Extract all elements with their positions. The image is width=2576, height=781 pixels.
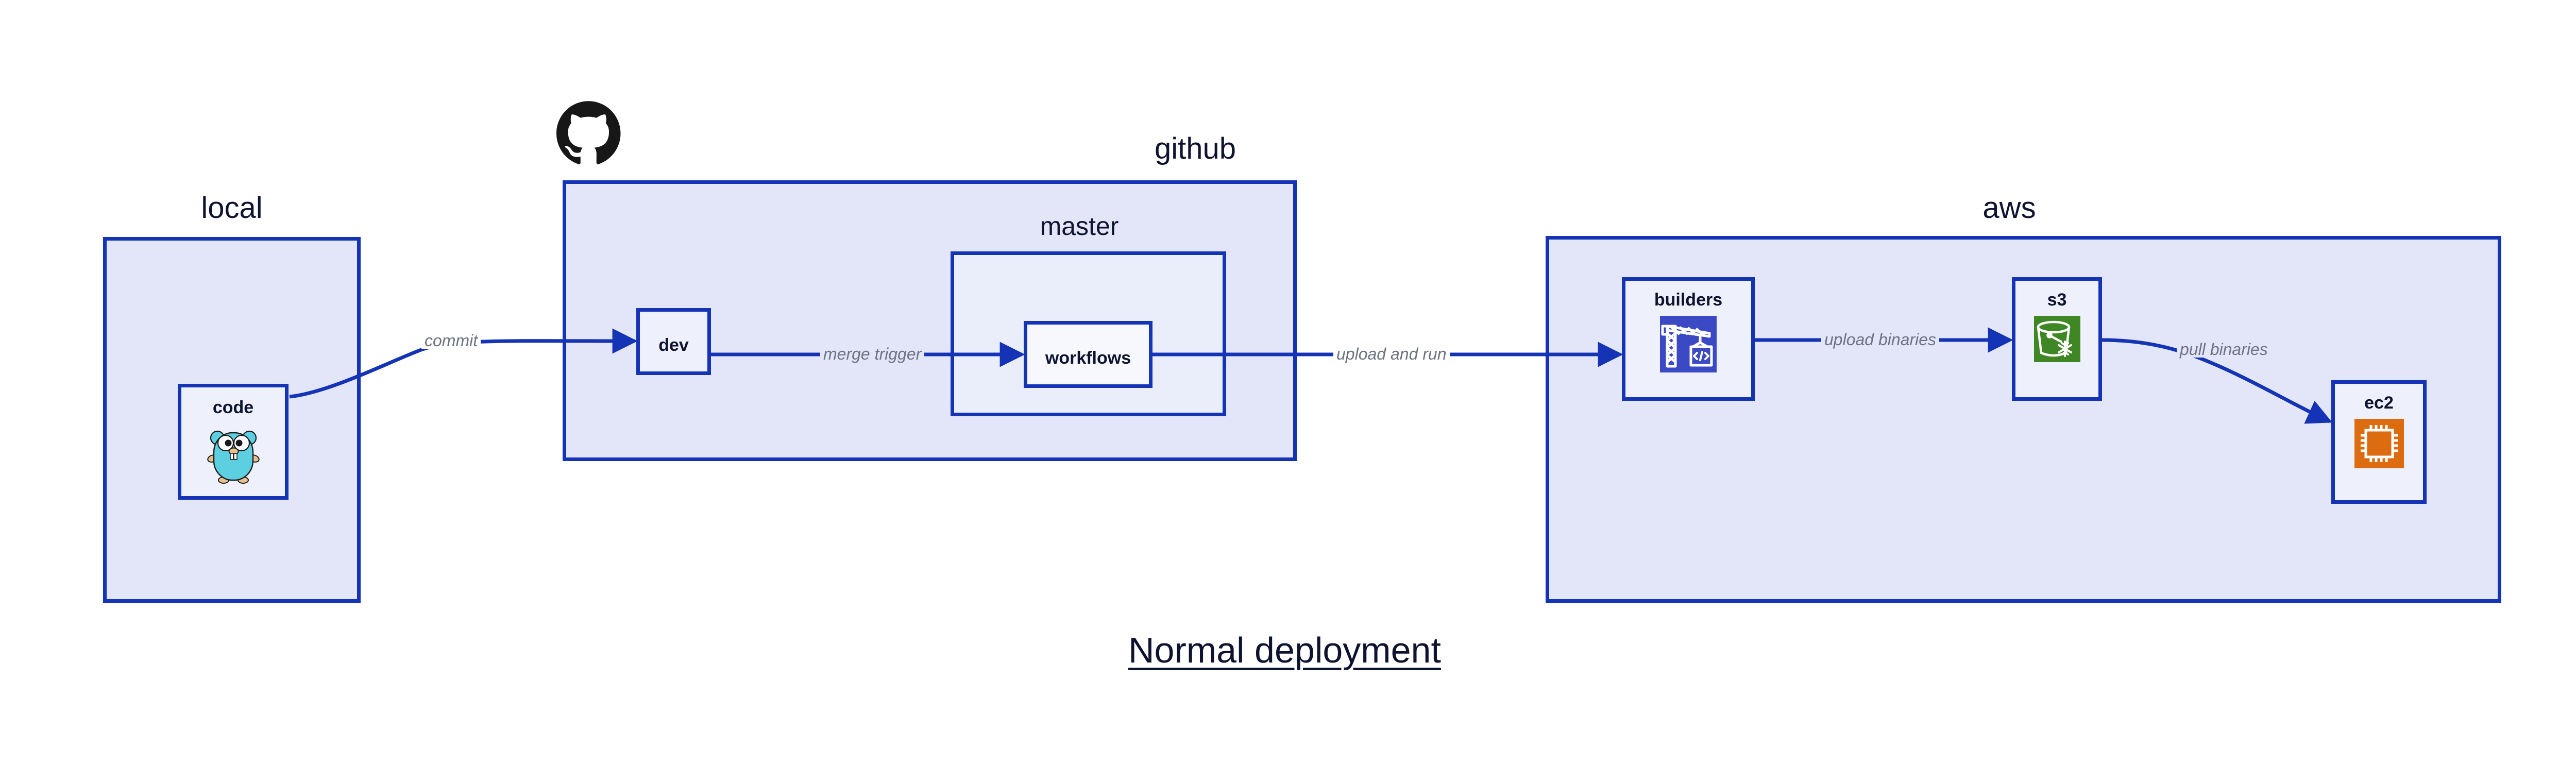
node-builders[interactable]: builders bbox=[1622, 277, 1755, 401]
node-dev[interactable]: dev bbox=[636, 308, 711, 375]
subzone-label-master: master bbox=[1040, 212, 1119, 241]
zone-label-local: local bbox=[201, 191, 263, 225]
node-code[interactable]: code bbox=[178, 384, 289, 500]
node-ec2[interactable]: ec2 bbox=[2331, 380, 2427, 504]
zone-label-aws: aws bbox=[1982, 191, 2036, 225]
github-octocat-icon bbox=[556, 100, 621, 165]
node-label-code: code bbox=[212, 398, 254, 417]
edge-label-merge-trigger: merge trigger bbox=[820, 346, 925, 362]
diagram-title: Normal deployment bbox=[1128, 630, 1441, 670]
edge-label-upload-binaries: upload binaries bbox=[1821, 331, 1940, 348]
node-s3[interactable]: s3 bbox=[2012, 277, 2102, 401]
node-label-builders: builders bbox=[1654, 290, 1723, 310]
go-gopher-icon bbox=[205, 425, 262, 484]
aws-codebuild-crane-icon bbox=[1660, 316, 1717, 372]
aws-s3-bucket-icon bbox=[2033, 316, 2080, 362]
node-label-dev: dev bbox=[658, 335, 689, 355]
node-label-ec2: ec2 bbox=[2364, 393, 2394, 413]
node-workflows[interactable]: workflows bbox=[1024, 321, 1153, 388]
edge-label-pull-binaries: pull binaries bbox=[2177, 341, 2271, 358]
edge-label-commit: commit bbox=[421, 332, 481, 349]
edge-label-upload-and-run: upload and run bbox=[1333, 346, 1450, 362]
node-label-s3: s3 bbox=[2047, 290, 2067, 310]
zone-label-github: github bbox=[1154, 132, 1236, 165]
aws-ec2-chip-icon bbox=[2354, 419, 2404, 468]
node-label-workflows: workflows bbox=[1045, 348, 1131, 368]
